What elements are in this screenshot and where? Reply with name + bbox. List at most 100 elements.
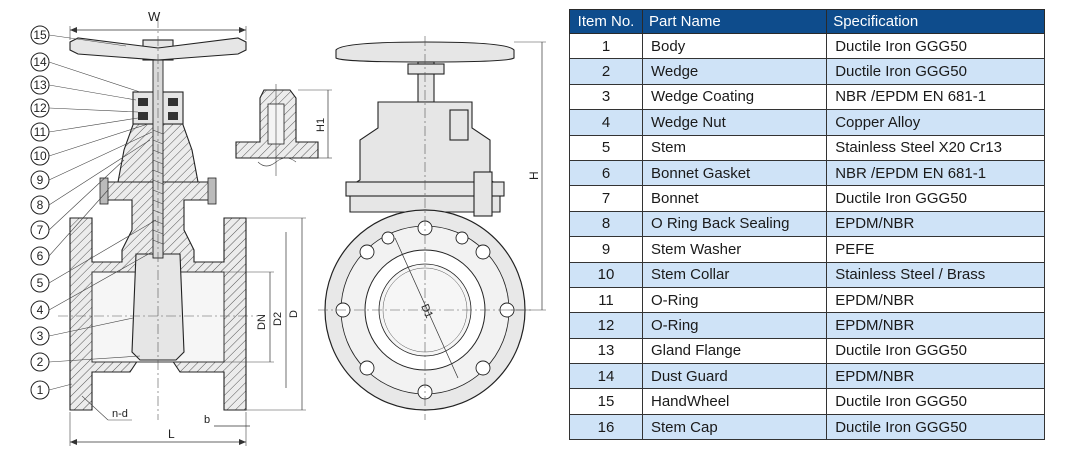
part-name-cell: O Ring Back Sealing: [641, 210, 828, 238]
header-part-name: Part Name: [641, 9, 828, 34]
part-name-cell: Bonnet: [641, 185, 828, 212]
svg-text:7: 7: [37, 223, 44, 237]
dim-d: D: [288, 310, 300, 318]
svg-text:6: 6: [37, 249, 44, 263]
specification-cell: Ductile Iron GGG50: [826, 388, 1045, 415]
svg-text:8: 8: [37, 198, 44, 212]
item-no-cell: 6: [569, 159, 643, 187]
item-no-cell: 8: [569, 210, 643, 238]
callout-1: 1: [30, 380, 73, 400]
specification-cell: Stainless Steel X20 Cr13: [826, 134, 1045, 161]
part-name-cell: Wedge Nut: [641, 109, 828, 136]
callout-13: 13: [30, 75, 137, 101]
svg-text:3: 3: [37, 329, 44, 343]
svg-text:9: 9: [37, 173, 44, 187]
item-no-cell: 1: [569, 32, 643, 60]
specification-cell: Ductile Iron GGG50: [826, 337, 1045, 365]
item-no-cell: 4: [569, 109, 643, 136]
callout-14: 14: [30, 52, 141, 93]
svg-text:11: 11: [34, 125, 47, 139]
part-name-cell: Wedge Coating: [641, 83, 828, 111]
part-name-cell: O-Ring: [641, 312, 828, 339]
header-specification: Specification: [826, 9, 1045, 34]
callout-10: 10: [30, 123, 149, 166]
dim-nd: n-d: [112, 408, 128, 420]
part-name-cell: Bonnet Gasket: [641, 159, 828, 187]
item-no-cell: 15: [569, 388, 643, 415]
specification-cell: Stainless Steel / Brass: [826, 261, 1045, 288]
item-no-cell: 12: [569, 312, 643, 339]
part-name-cell: Body: [641, 32, 828, 60]
part-name-cell: Stem Cap: [641, 413, 828, 441]
callout-2: 2: [30, 352, 141, 372]
specification-cell: EPDM/NBR: [826, 210, 1045, 238]
specification-cell: Copper Alloy: [826, 109, 1045, 136]
svg-text:15: 15: [33, 28, 47, 42]
table-header-row: Item No. Part Name Specification: [569, 9, 1045, 34]
part-name-cell: Gland Flange: [641, 337, 828, 365]
part-name-cell: O-Ring: [641, 286, 828, 314]
item-no-cell: 5: [569, 134, 643, 161]
specification-cell: Ductile Iron GGG50: [826, 413, 1045, 441]
header-item-no: Item No.: [569, 9, 643, 34]
part-name-cell: HandWheel: [641, 388, 828, 415]
item-no-cell: 13: [569, 337, 643, 365]
dim-d1: D1: [418, 302, 435, 320]
item-no-cell: 16: [569, 413, 643, 441]
item-no-cell: 2: [569, 58, 643, 85]
gate-valve-drawing: W L b n-d DN D2 D 15 14 13 12 11: [30, 9, 546, 446]
svg-text:2: 2: [37, 355, 44, 369]
part-name-cell: Stem Collar: [641, 261, 828, 288]
specification-cell: EPDM/NBR: [826, 286, 1045, 314]
item-no-cell: 14: [569, 363, 643, 390]
callout-6: 6: [30, 189, 109, 266]
callout-9: 9: [30, 131, 153, 190]
dim-h: H: [527, 171, 541, 180]
specification-cell: NBR /EPDM EN 681-1: [826, 159, 1045, 187]
specification-cell: Ductile Iron GGG50: [826, 185, 1045, 212]
dim-b: b: [204, 414, 210, 426]
part-name-cell: Wedge: [641, 58, 828, 85]
svg-text:10: 10: [33, 149, 47, 163]
dim-w: W: [148, 9, 161, 24]
svg-text:4: 4: [37, 303, 44, 317]
end-view: D1 H: [318, 36, 546, 420]
part-name-cell: Stem: [641, 134, 828, 161]
specification-cell: PEFE: [826, 236, 1045, 263]
callout-markers: 15 14 13 12 11 10 9 8 7 6: [30, 25, 157, 400]
svg-text:14: 14: [33, 55, 47, 69]
callout-11: 11: [30, 117, 139, 142]
callout-4: 4: [30, 251, 153, 320]
dim-dn: DN: [256, 314, 268, 330]
callout-5: 5: [30, 219, 157, 293]
svg-text:12: 12: [33, 101, 47, 115]
callout-7: 7: [30, 159, 125, 240]
specification-cell: EPDM/NBR: [826, 312, 1045, 339]
specification-cell: Ductile Iron GGG50: [826, 58, 1045, 85]
callout-8: 8: [30, 139, 151, 215]
dim-l: L: [168, 427, 175, 441]
item-no-cell: 7: [569, 185, 643, 212]
callout-3: 3: [30, 317, 134, 346]
specification-cell: NBR /EPDM EN 681-1: [826, 83, 1045, 111]
section-view: [58, 18, 258, 420]
item-no-cell: 10: [569, 261, 643, 288]
callout-12: 12: [30, 98, 139, 118]
item-no-cell: 9: [569, 236, 643, 263]
specification-cell: EPDM/NBR: [826, 363, 1045, 390]
svg-text:1: 1: [37, 383, 44, 397]
